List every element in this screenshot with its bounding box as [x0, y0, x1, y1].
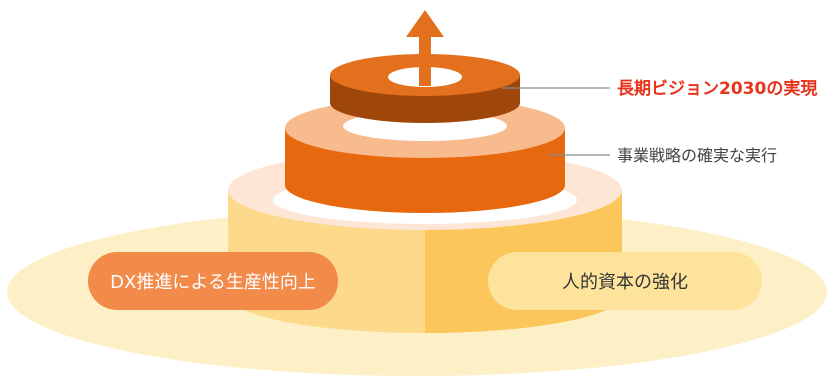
up-arrow-shaft — [419, 32, 431, 86]
up-arrow-icon — [406, 10, 444, 86]
middle-layer-label: 事業戦略の確実な実行 — [617, 146, 777, 165]
right-foundation-pill-bg — [488, 252, 762, 310]
left-foundation-label: DX推進による生産性向上 — [110, 272, 316, 293]
top-goal-label: 長期ビジョン2030の実現 — [617, 78, 817, 99]
left-foundation-pill: DX推進による生産性向上 — [88, 252, 338, 310]
left-foundation-pill-bg — [88, 252, 338, 310]
right-foundation-label: 人的資本の強化 — [562, 272, 688, 293]
up-arrow-head — [406, 10, 444, 37]
right-foundation-pill: 人的資本の強化 — [488, 252, 762, 310]
